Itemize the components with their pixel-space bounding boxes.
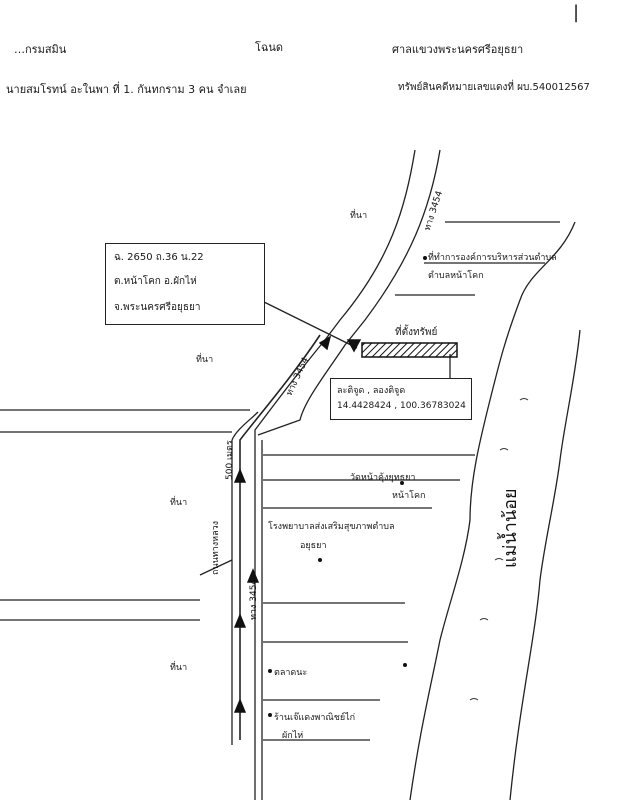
page-mark: | bbox=[573, 2, 580, 23]
property-site-marker bbox=[361, 342, 458, 358]
landmark-dot bbox=[400, 481, 404, 485]
header-left-title: …กรมสมิน bbox=[14, 43, 67, 56]
distance-label-road: ถนนทางหลวง bbox=[211, 520, 221, 575]
deed-line-3: จ.พระนครศรีอยุธยา bbox=[114, 302, 201, 313]
coordinate-box: ละติจูด , ลองติจูด 14.4428424 , 100.3678… bbox=[330, 378, 472, 420]
river-bank-left bbox=[409, 221, 576, 800]
route-arrow bbox=[318, 335, 332, 351]
route-arrow bbox=[233, 468, 247, 483]
landmark-label: ตำบลหน้าโคก bbox=[428, 271, 484, 281]
deed-info-box: ฉ. 2650 ถ.36 น.22 ต.หน้าโคก อ.ผักไห่ จ.พ… bbox=[105, 243, 265, 325]
header-case-line: ทรัพย์สินคดีหมายเลขแดงที่ ผบ.540012567 bbox=[398, 82, 590, 93]
river-wave bbox=[494, 558, 504, 561]
route-arrow bbox=[346, 339, 362, 353]
route-arrow bbox=[246, 568, 260, 583]
landmark-dot bbox=[423, 256, 427, 260]
coord-line-2: 14.4428424 , 100.36783024 bbox=[337, 401, 466, 411]
landmark-label: โรงพยาบาลส่งเสริมสุขภาพตำบล bbox=[268, 522, 395, 532]
field-label: ที่นา bbox=[170, 663, 188, 673]
landmark-dot bbox=[403, 663, 407, 667]
landmark-label: ที่ทำการองค์การบริหารส่วนตำบล bbox=[428, 253, 557, 263]
landmark-dot bbox=[318, 558, 322, 562]
field-label: ที่นา bbox=[350, 211, 368, 221]
route-arrow bbox=[233, 613, 247, 628]
river-wave bbox=[479, 618, 489, 621]
field-label: ที่นา bbox=[196, 355, 214, 365]
landmark-label: ตลาดนะ bbox=[274, 668, 308, 678]
boundary-line bbox=[199, 559, 233, 576]
coord-line-1: ละติจูด , ลองติจูด bbox=[337, 386, 406, 396]
header-center-title: โฉนด bbox=[255, 41, 284, 54]
landmark-dot bbox=[268, 713, 272, 717]
leader-line-deed bbox=[259, 299, 358, 349]
distance-label: 500 เมตร bbox=[225, 440, 235, 480]
river-wave bbox=[519, 398, 529, 401]
river-wave bbox=[469, 698, 479, 701]
road-outer-curve bbox=[231, 411, 259, 441]
landmark-label: ร้านเจ๊แดงพาณิชย์ไก่ bbox=[274, 713, 356, 723]
site-label: ที่ตั้งทรัพย์ bbox=[395, 327, 438, 338]
field-label: ที่นา bbox=[170, 498, 188, 508]
deed-line-1: ฉ. 2650 ถ.36 น.22 bbox=[114, 252, 204, 263]
river-wave bbox=[499, 448, 509, 451]
deed-line-2: ต.หน้าโคก อ.ผักไห่ bbox=[114, 276, 197, 287]
header-owner-line: นายสมโรทน์ อะในพา ที่ 1. กันทกราม 3 คน จ… bbox=[6, 83, 247, 96]
river-label: แม่น้ำน้อย bbox=[500, 488, 521, 568]
landmark-label: วัดหน้าคุ้งยุทธยา bbox=[350, 473, 416, 483]
landmark-label: ผักไห่ bbox=[282, 731, 304, 741]
road-edge-right bbox=[257, 149, 441, 436]
landmark-label: อยุธยา bbox=[300, 541, 327, 551]
river-bank-right bbox=[509, 329, 581, 800]
landmark-dot bbox=[268, 669, 272, 673]
header-right-title: ศาลแขวงพระนครศรีอยุธยา bbox=[392, 43, 524, 56]
road-edge-left bbox=[254, 149, 416, 800]
route-path bbox=[239, 334, 321, 740]
landmark-label: หน้าโคก bbox=[392, 491, 426, 501]
road-label: ทาง 3454 bbox=[249, 578, 259, 620]
route-arrow bbox=[233, 698, 247, 713]
